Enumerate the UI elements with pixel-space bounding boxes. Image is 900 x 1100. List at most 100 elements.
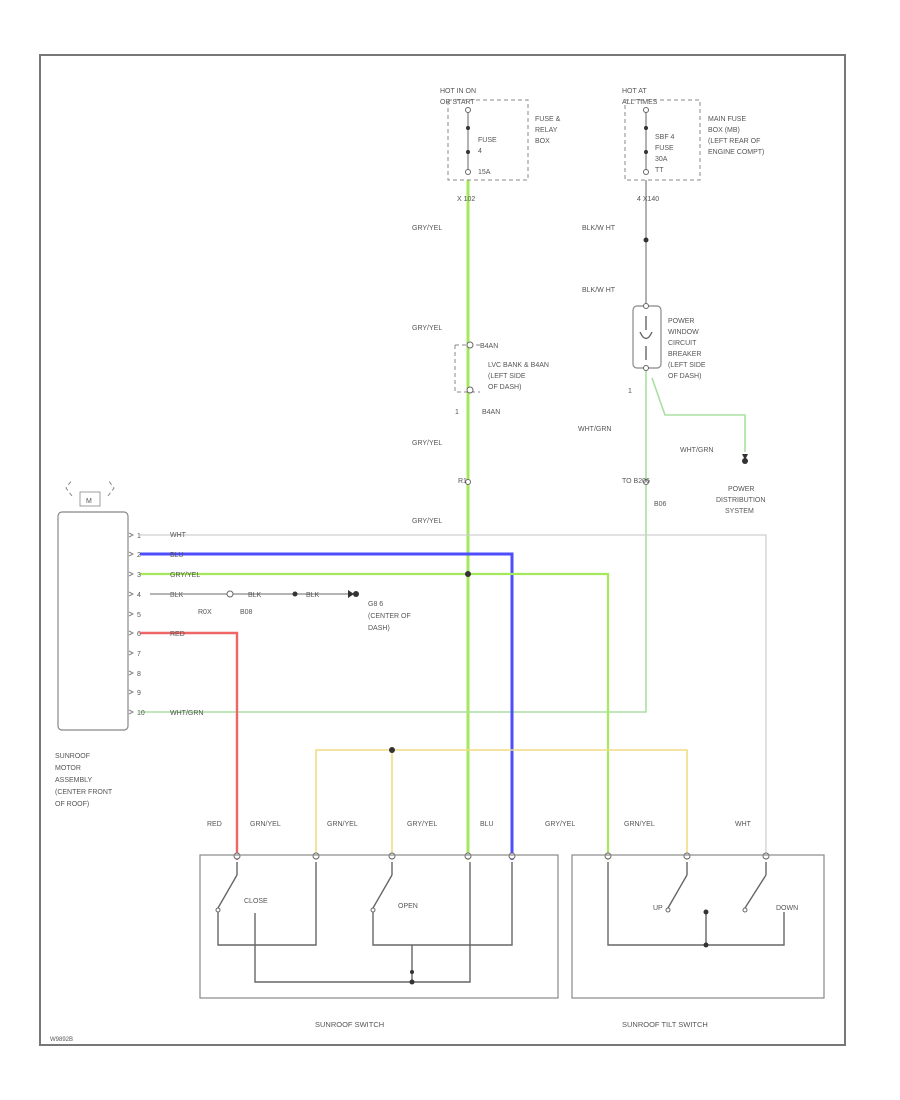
fuse-4-node bbox=[466, 126, 470, 130]
splice-yel-bridge bbox=[389, 747, 395, 753]
fuse-4-bottom-pin bbox=[465, 169, 471, 175]
hot-run-label-1: HOT IN ON bbox=[440, 88, 476, 95]
motor-wire-label-gry-yel: GRY/YEL bbox=[170, 572, 200, 579]
common-bus-splice bbox=[409, 979, 415, 985]
ground-branch: R0X B08 BLK BLK G8 6 (CENTER OF DASH) bbox=[150, 590, 411, 632]
ground-wire-label-1: BLK bbox=[248, 592, 262, 599]
connector-x102: X 102 bbox=[457, 196, 475, 203]
junction-pin-number: 1 bbox=[455, 409, 459, 416]
circuit-breaker-label-5: (LEFT SIDE bbox=[668, 362, 706, 369]
motor-pin-arrow-icon bbox=[128, 689, 135, 695]
junction-label-2: (LEFT SIDE bbox=[488, 373, 526, 380]
main-fuse-box: HOT AT ALL TIMES MAIN FUSE BOX (MB) (LEF… bbox=[622, 88, 764, 203]
switch-connector-pin bbox=[604, 852, 612, 860]
tilt-wire-label-2: GRN/YEL bbox=[624, 821, 655, 828]
pds-terminal bbox=[742, 458, 748, 464]
fuse-4-label: FUSE bbox=[478, 137, 497, 144]
circuit-breaker: POWER WINDOW CIRCUIT BREAKER (LEFT SIDE … bbox=[628, 303, 706, 395]
ground-connector-b08: B08 bbox=[240, 609, 253, 616]
ground-label-3: DASH) bbox=[368, 625, 390, 632]
sbf-4-bottom-pin bbox=[643, 169, 649, 175]
wire-label-wht-grn-1: WHT/GRN bbox=[578, 426, 611, 433]
wire-gry-yel-motor bbox=[140, 572, 610, 860]
motor-wire-label-red: RED bbox=[170, 631, 185, 638]
sw-wire-label-4: GRY/YEL bbox=[407, 821, 437, 828]
fuse-relay-label-2: RELAY bbox=[535, 127, 558, 134]
motor-label-4: (CENTER FRONT bbox=[55, 789, 113, 796]
close-switch-label: CLOSE bbox=[244, 898, 268, 905]
fuse-relay-label-3: BOX bbox=[535, 138, 550, 145]
motor-pin-number: 10 bbox=[137, 710, 145, 717]
motor-pin-arrow-icon bbox=[128, 611, 135, 617]
ground-wire-label-2: BLK bbox=[306, 592, 320, 599]
up-switch-label: UP bbox=[653, 905, 663, 912]
ground-label-1: G8 6 bbox=[368, 601, 383, 608]
up-switch-contact bbox=[607, 862, 785, 946]
motor-pin-arrow-icon bbox=[128, 670, 135, 676]
sbf-4-node bbox=[644, 126, 648, 130]
fuse-4-number: 4 bbox=[478, 148, 482, 155]
wire-wht-grn-cb bbox=[140, 370, 647, 713]
fuse-4-top-pin bbox=[465, 107, 471, 113]
pds-label-3: SYSTEM bbox=[725, 508, 754, 515]
circuit-breaker-top-pin bbox=[643, 303, 649, 309]
circuit-breaker-bottom-pin bbox=[643, 365, 649, 371]
circuit-breaker-pin-number: 1 bbox=[628, 388, 632, 395]
motor-bracket-icon bbox=[65, 479, 115, 497]
sunroof-switch: CLOSE OPEN SUNROOF SWITCH RED GRN/YEL GR… bbox=[199, 821, 559, 1029]
motor-pin-arrow-icon bbox=[128, 630, 135, 636]
motor-label-5: OF ROOF) bbox=[55, 801, 89, 808]
sw-wire-label-5: BLU bbox=[480, 821, 494, 828]
splice-blk-wht bbox=[643, 237, 649, 243]
hot-run-label-2: OR START bbox=[440, 99, 475, 106]
wires bbox=[140, 180, 770, 860]
switch-connector-pin bbox=[508, 852, 516, 860]
motor-symbol-box bbox=[79, 491, 101, 507]
main-fuse-box-outline bbox=[624, 99, 701, 181]
wire-label-gry-yel-2: GRY/YEL bbox=[412, 325, 442, 332]
sunroof-switch-title: SUNROOF SWITCH bbox=[315, 1020, 384, 1029]
open-switch-pivot bbox=[370, 907, 376, 913]
inline-connector-pin bbox=[643, 479, 649, 485]
motor-pin-arrow-icon bbox=[128, 571, 135, 577]
wire-label-blk-wht-1: BLK/W HT bbox=[582, 225, 616, 232]
junction-label-1: LVC BANK & B4AN bbox=[488, 362, 549, 369]
circuit-breaker-symbol bbox=[639, 316, 653, 360]
motor-body bbox=[57, 511, 129, 731]
sbf-4-top-pin bbox=[643, 107, 649, 113]
motor-label-1: SUNROOF bbox=[55, 753, 90, 760]
motor-pin-number: 8 bbox=[137, 671, 141, 678]
circuit-breaker-label-3: CIRCUIT bbox=[668, 340, 697, 347]
fuse-relay-box-outline bbox=[447, 99, 529, 181]
motor-pin-number: 6 bbox=[137, 631, 141, 638]
sbf-4-type: FUSE bbox=[655, 145, 674, 152]
tilt-common-node bbox=[703, 909, 709, 915]
sunroof-switch-body bbox=[199, 854, 559, 999]
connector-r1: R1 bbox=[458, 478, 467, 485]
wire-label-gry-yel-3: GRY/YEL bbox=[412, 440, 442, 447]
close-switch-pivot bbox=[215, 907, 221, 913]
footer-code: W9892B bbox=[50, 1037, 73, 1043]
tilt-wire-label-3: WHT bbox=[735, 821, 752, 828]
ground-arrow-icon bbox=[348, 590, 354, 598]
sbf-4-node-2 bbox=[644, 150, 648, 154]
hot-at-all-label-1: HOT AT bbox=[622, 88, 647, 95]
ground-connector-pin bbox=[226, 590, 234, 598]
ground-connector-r0x: R0X bbox=[198, 609, 212, 616]
pds-label-1: POWER bbox=[728, 486, 754, 493]
motor-pin-number: 1 bbox=[137, 533, 141, 540]
motor-pin-number: 4 bbox=[137, 592, 141, 599]
fuse-relay-box: HOT IN ON OR START FUSE & RELAY BOX FUSE… bbox=[440, 88, 561, 203]
motor-pin-number: 2 bbox=[137, 552, 141, 559]
up-switch-pivot bbox=[665, 907, 671, 913]
motor-symbol: M bbox=[86, 498, 92, 505]
motor-wire-label-wht-grn: WHT/GRN bbox=[170, 710, 203, 717]
fuse-4-rating: 15A bbox=[478, 169, 491, 176]
wire-label-blk-wht-2: BLK/W HT bbox=[582, 287, 616, 294]
sw-wire-label-1: RED bbox=[207, 821, 222, 828]
tilt-common-splice bbox=[703, 942, 709, 948]
pds-arrow-icon bbox=[742, 454, 748, 460]
motor-label-2: MOTOR bbox=[55, 765, 81, 772]
